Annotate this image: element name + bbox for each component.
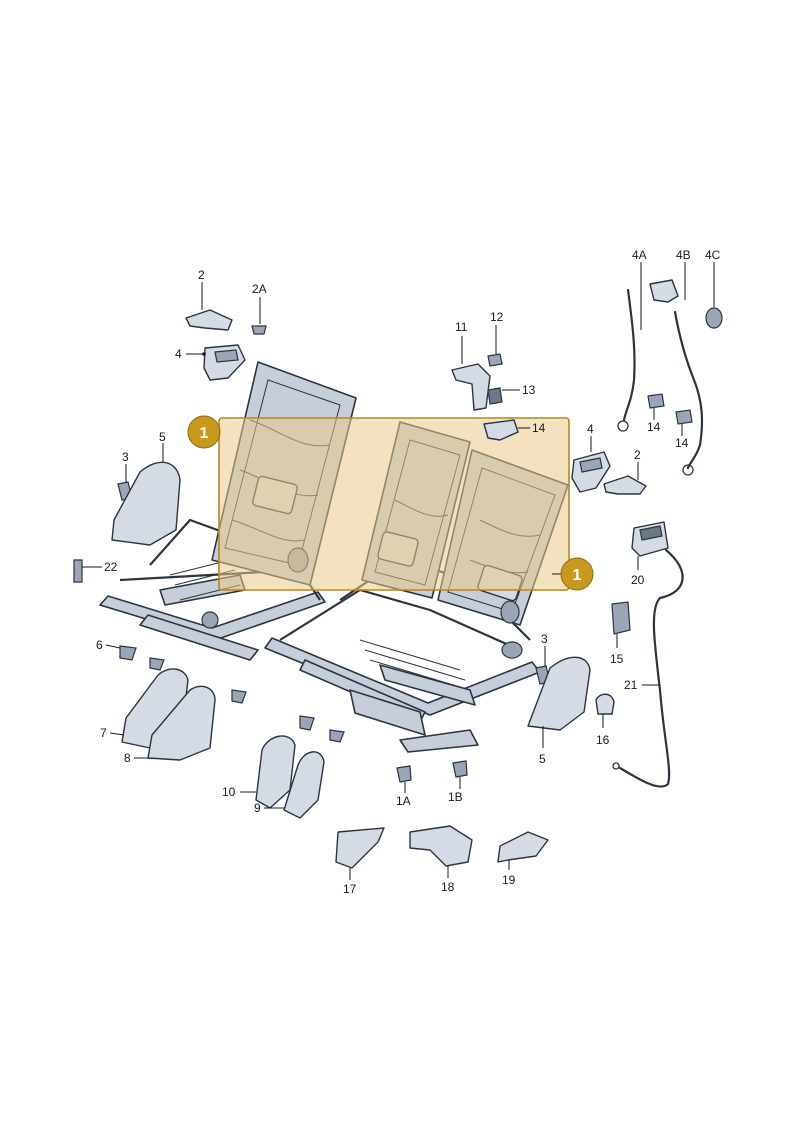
- badge-1-right-label: 1: [573, 567, 582, 584]
- backrest-highlight[interactable]: 1 1: [187, 415, 594, 591]
- part-2-latch-cover-right[interactable]: 2: [603, 448, 647, 495]
- part-8-cover[interactable]: 8: [124, 685, 216, 765]
- label-4a: 4A: [632, 248, 647, 262]
- label-5-left: 5: [159, 430, 166, 444]
- label-1b: 1B: [448, 790, 463, 804]
- label-4b: 4B: [676, 248, 691, 262]
- part-4-latch-left[interactable]: 4: [175, 344, 246, 381]
- part-16-cap[interactable]: 16: [595, 693, 615, 747]
- label-3-right: 3: [541, 632, 548, 646]
- part-4-latch-right[interactable]: 4: [571, 422, 611, 493]
- badge-1-left-label: 1: [200, 425, 209, 442]
- label-4-left: 4: [175, 347, 182, 361]
- label-18: 18: [441, 880, 455, 894]
- part-11-bracket[interactable]: 11: [451, 320, 491, 411]
- part-9-bracket[interactable]: 9: [254, 751, 325, 819]
- label-11: 11: [455, 320, 468, 334]
- part-18-cover[interactable]: 18: [409, 825, 473, 894]
- part-5-trim-left[interactable]: 5: [111, 430, 181, 546]
- part-19-cover[interactable]: 19: [497, 831, 549, 887]
- part-4c-cap[interactable]: 4C: [705, 248, 723, 329]
- part-14-clip-top[interactable]: 14: [483, 419, 546, 441]
- label-4c: 4C: [705, 248, 721, 262]
- label-20: 20: [631, 573, 645, 587]
- part-20-connector[interactable]: 20: [631, 521, 669, 587]
- badge-1-right[interactable]: [560, 557, 594, 591]
- label-15: 15: [610, 652, 624, 666]
- part-10-bracket[interactable]: 10: [222, 735, 296, 809]
- label-19: 19: [502, 873, 516, 887]
- part-15-plug[interactable]: 15: [610, 601, 631, 666]
- label-14-a: 14: [647, 420, 661, 434]
- part-2a-screw[interactable]: 2A: [251, 282, 267, 335]
- label-21: 21: [624, 678, 638, 692]
- label-12: 12: [490, 310, 504, 324]
- part-21-harness[interactable]: 21: [612, 548, 684, 788]
- right-seat-frame: [264, 558, 541, 753]
- part-17-cover[interactable]: 17: [335, 827, 385, 896]
- part-2-latch-cover-top[interactable]: 2: [185, 268, 233, 331]
- label-2-right: 2: [634, 448, 641, 462]
- label-13: 13: [522, 383, 536, 397]
- part-1b-screw[interactable]: 1B: [448, 760, 468, 804]
- label-14-top: 14: [532, 421, 546, 435]
- label-22: 22: [104, 560, 118, 574]
- clip-a: [299, 715, 315, 731]
- label-2a: 2A: [252, 282, 267, 296]
- label-7: 7: [100, 726, 107, 740]
- label-9: 9: [254, 801, 261, 815]
- label-5-right: 5: [539, 752, 546, 766]
- part-4a-cable[interactable]: 4A: [617, 248, 679, 432]
- part-22-bolt[interactable]: 22: [73, 559, 118, 583]
- label-8: 8: [124, 751, 131, 765]
- label-1a: 1A: [396, 794, 411, 808]
- part-13-clip[interactable]: 13: [487, 383, 536, 405]
- part-6-clip[interactable]: 6: [96, 638, 247, 704]
- label-10: 10: [222, 785, 236, 799]
- label-14-b: 14: [675, 436, 689, 450]
- clip-b: [329, 729, 345, 743]
- label-17: 17: [343, 882, 357, 896]
- part-5-trim-right[interactable]: 5: [527, 656, 591, 766]
- badge-1-left[interactable]: [187, 415, 221, 449]
- part-14-bolt-b[interactable]: 14: [675, 409, 693, 450]
- label-6: 6: [96, 638, 103, 652]
- part-1a-screw[interactable]: 1A: [396, 765, 412, 808]
- part-14-bolt-a[interactable]: 14: [647, 393, 665, 434]
- part-4b-cable[interactable]: 4B: [673, 248, 704, 476]
- label-4-right: 4: [587, 422, 594, 436]
- part-12-cap[interactable]: 12: [487, 310, 504, 367]
- label-2-top: 2: [198, 268, 205, 282]
- label-16: 16: [596, 733, 610, 747]
- label-3-left: 3: [122, 450, 129, 464]
